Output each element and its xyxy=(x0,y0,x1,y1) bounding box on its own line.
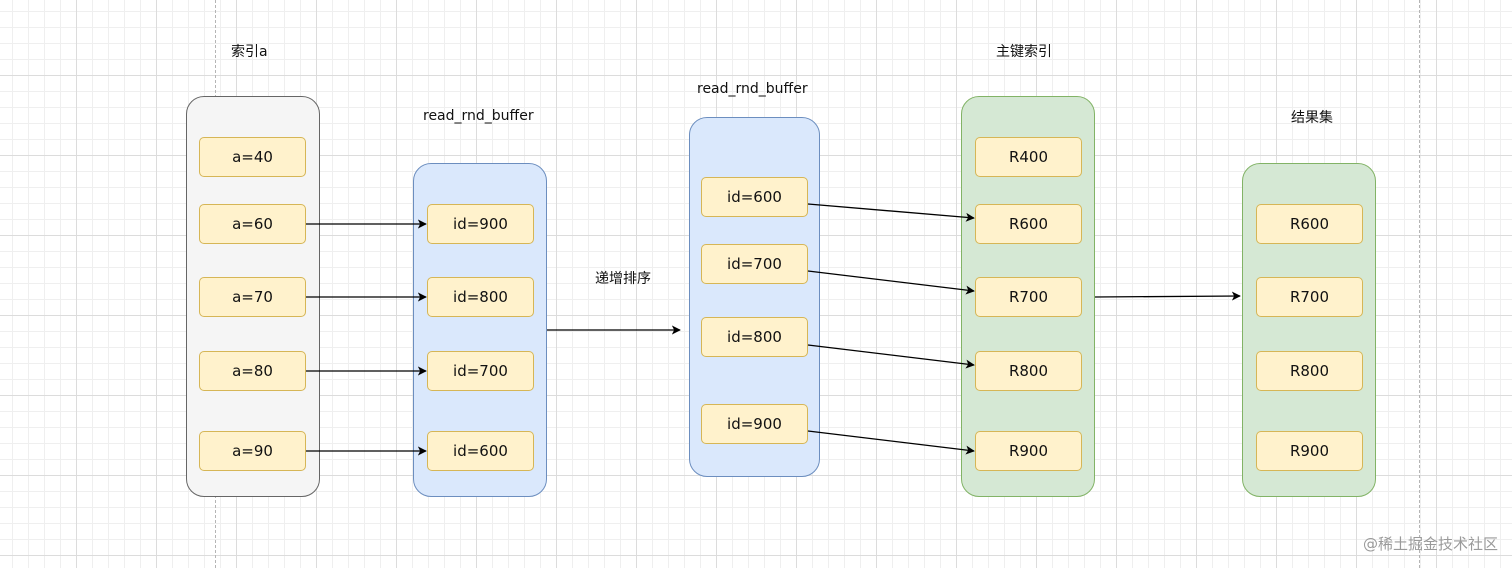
index-a-node: a=70 xyxy=(199,277,306,317)
result-node: R700 xyxy=(1256,277,1363,317)
label-read-rnd-buffer-2: read_rnd_buffer xyxy=(697,81,808,97)
arrow-id800-to-r800 xyxy=(807,344,975,369)
arrow-id700-to-r700 xyxy=(807,270,975,295)
arrow-id600-to-r600 xyxy=(807,203,975,222)
dashed-divider-right xyxy=(1419,0,1420,568)
buffer-unsorted-node: id=900 xyxy=(427,204,534,244)
buffer-unsorted-node: id=700 xyxy=(427,351,534,391)
index-a-node: a=60 xyxy=(199,204,306,244)
buffer-sorted-node: id=600 xyxy=(701,177,808,217)
result-node: R800 xyxy=(1256,351,1363,391)
label-index-a: 索引a xyxy=(231,44,268,60)
index-a-node: a=80 xyxy=(199,351,306,391)
index-a-node: a=40 xyxy=(199,137,306,177)
label-result-set: 结果集 xyxy=(1291,110,1333,126)
buffer-sorted-node: id=800 xyxy=(701,317,808,357)
result-node: R600 xyxy=(1256,204,1363,244)
primary-key-node: R600 xyxy=(975,204,1082,244)
buffer-sorted-node: id=900 xyxy=(701,404,808,444)
label-read-rnd-buffer-1: read_rnd_buffer xyxy=(423,108,534,124)
primary-key-node: R800 xyxy=(975,351,1082,391)
buffer-unsorted-node: id=600 xyxy=(427,431,534,471)
watermark: @稀土掘金技术社区 xyxy=(1362,535,1498,553)
label-primary-index: 主键索引 xyxy=(996,44,1052,60)
buffer-sorted-node: id=700 xyxy=(701,244,808,284)
arrow-id900-to-r900 xyxy=(807,430,975,455)
primary-key-node: R900 xyxy=(975,431,1082,471)
index-a-node: a=90 xyxy=(199,431,306,471)
primary-key-node: R400 xyxy=(975,137,1082,177)
arrow-primary-to-result xyxy=(1094,291,1241,301)
result-node: R900 xyxy=(1256,431,1363,471)
primary-key-node: R700 xyxy=(975,277,1082,317)
buffer-unsorted-node: id=800 xyxy=(427,277,534,317)
label-sort: 递增排序 xyxy=(595,271,651,287)
